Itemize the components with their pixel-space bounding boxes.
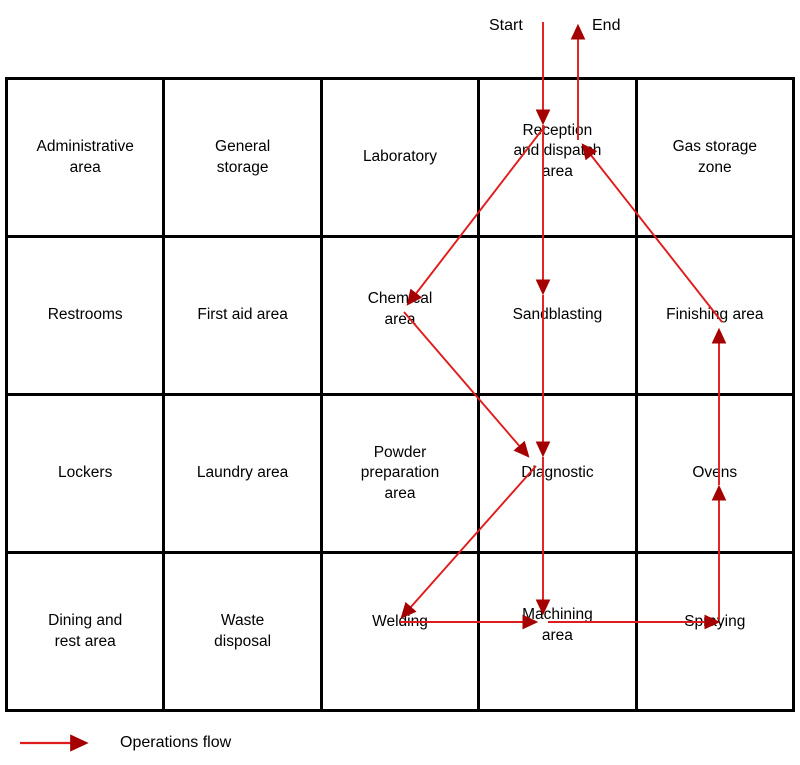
cell-label: Laboratory xyxy=(362,148,438,166)
cell-powder-preparation-area[interactable]: Powder preparation area xyxy=(322,396,481,554)
cell-label: Ovens xyxy=(692,464,738,482)
cell-finishing-area[interactable]: Finishing area xyxy=(637,238,795,396)
legend-label-operations-flow: Operations flow xyxy=(120,734,232,751)
cell-label: Powder preparation area xyxy=(360,443,440,502)
cell-label: Finishing area xyxy=(666,306,764,324)
cell-label: Restrooms xyxy=(47,306,123,324)
cell-label: Sandblasting xyxy=(512,306,603,324)
cell-label: Dining and rest area xyxy=(48,611,123,650)
cell-laundry-area[interactable]: Laundry area xyxy=(165,396,323,554)
cell-label: Reception and dispatch area xyxy=(513,121,602,180)
cell-label: Administrative area xyxy=(36,137,134,176)
cell-label: Lockers xyxy=(58,464,113,482)
cell-label: Diagnostic xyxy=(521,464,594,482)
facility-grid: Administrative area General storage Labo… xyxy=(5,77,795,712)
cell-waste-disposal[interactable]: Waste disposal xyxy=(165,554,323,712)
cell-laboratory[interactable]: Laboratory xyxy=(322,80,481,238)
cell-ovens[interactable]: Ovens xyxy=(637,396,795,554)
cell-general-storage[interactable]: General storage xyxy=(165,80,323,238)
cell-label: Gas storage zone xyxy=(672,137,757,176)
legend: Operations flow xyxy=(18,728,338,758)
cell-first-aid-area[interactable]: First aid area xyxy=(165,238,323,396)
cell-label: Laundry area xyxy=(196,464,289,482)
cell-reception-and-dispatch-area[interactable]: Reception and dispatch area xyxy=(480,80,638,238)
cell-administrative-area[interactable]: Administrative area xyxy=(8,80,166,238)
cell-welding[interactable]: Welding xyxy=(322,554,481,712)
cell-label: First aid area xyxy=(197,306,288,324)
cell-label: Waste disposal xyxy=(214,611,272,650)
end-label: End xyxy=(592,17,621,34)
cell-diagnostic[interactable]: Diagnostic xyxy=(480,396,638,554)
cell-dining-and-rest-area[interactable]: Dining and rest area xyxy=(8,554,166,712)
cell-gas-storage-zone[interactable]: Gas storage zone xyxy=(637,80,795,238)
cell-machining-area[interactable]: Machining area xyxy=(480,554,638,712)
cell-sandblasting[interactable]: Sandblasting xyxy=(480,238,638,396)
cell-restrooms[interactable]: Restrooms xyxy=(8,238,166,396)
cell-label: Chemical area xyxy=(367,289,433,328)
cell-lockers[interactable]: Lockers xyxy=(8,396,166,554)
cell-spraying[interactable]: Spraying xyxy=(637,554,795,712)
cell-label: General storage xyxy=(215,137,271,176)
cell-label: Welding xyxy=(372,613,428,631)
legend-arrow-icon xyxy=(18,734,98,752)
start-label: Start xyxy=(489,17,523,34)
cell-label: Spraying xyxy=(684,613,746,631)
cell-chemical-area[interactable]: Chemical area xyxy=(322,238,481,396)
cell-label: Machining area xyxy=(522,605,593,644)
